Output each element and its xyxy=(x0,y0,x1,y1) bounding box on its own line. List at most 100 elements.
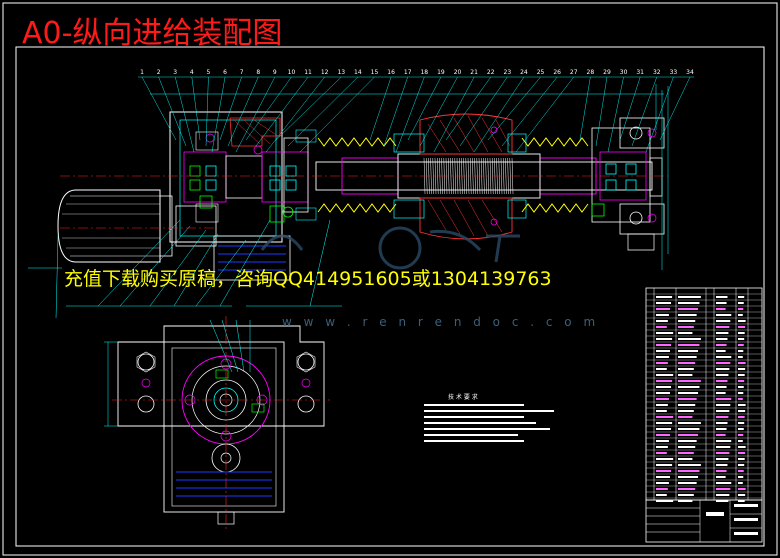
parts-list-cell xyxy=(716,482,732,484)
part-number-label: 10 xyxy=(288,69,296,76)
watermark-text: 充值下载购买原稿，咨询QQ414951605或1304139763 xyxy=(64,268,552,290)
parts-list-cell xyxy=(716,362,731,364)
thread-line xyxy=(502,157,505,195)
leader-line xyxy=(407,76,442,141)
part-number-label: 19 xyxy=(437,69,445,76)
parts-list-cell xyxy=(656,326,667,328)
parts-list-cell xyxy=(716,338,728,340)
parts-list-cell xyxy=(678,374,693,376)
parts-list-cell xyxy=(716,374,729,376)
part-number-label: 22 xyxy=(487,69,495,76)
parts-list-cell xyxy=(716,446,731,448)
parts-list-cell xyxy=(678,332,693,334)
parts-list-cell xyxy=(738,470,744,472)
parts-list-cell xyxy=(738,488,746,490)
parts-list-cell xyxy=(656,374,674,376)
parts-list-cell xyxy=(678,422,701,424)
leader-line xyxy=(275,76,342,141)
parts-list-cell xyxy=(678,434,699,436)
parts-list-cell xyxy=(738,314,743,316)
parts-list-cell xyxy=(678,446,696,448)
parts-list-cell xyxy=(716,392,726,394)
parts-list-cell xyxy=(738,482,743,484)
parts-list-cell xyxy=(716,302,727,304)
leader-line xyxy=(255,76,309,147)
part-number-label: 28 xyxy=(587,69,595,76)
parts-list-cell xyxy=(678,362,696,364)
parts-list-cell xyxy=(656,386,672,388)
parts-list-cell xyxy=(656,488,668,490)
leader-line xyxy=(395,76,425,153)
parts-list-cell xyxy=(678,470,700,472)
parts-list-cell xyxy=(738,350,744,352)
parts-list-cell xyxy=(716,500,729,502)
parts-list xyxy=(645,287,763,502)
leader-line xyxy=(141,76,177,141)
parts-list-cell xyxy=(716,434,726,436)
parts-list-cell xyxy=(738,428,744,430)
parts-list-cell xyxy=(656,356,669,358)
parts-list-cell xyxy=(656,398,669,400)
parts-list-cell xyxy=(738,440,743,442)
parts-list-cell xyxy=(656,500,674,502)
parts-list-cell xyxy=(678,302,700,304)
parts-list-cell xyxy=(678,308,699,310)
parts-list-cell xyxy=(678,350,699,352)
parts-list-cell xyxy=(656,470,672,472)
parts-list-cell xyxy=(678,464,701,466)
part-number-label: 3 xyxy=(173,69,177,76)
parts-list-cell xyxy=(678,338,701,340)
part-number-label: 24 xyxy=(520,69,528,76)
parts-list-cell xyxy=(678,404,696,406)
parts-list-cell xyxy=(738,422,745,424)
parts-list-cell xyxy=(716,308,726,310)
thread-line xyxy=(454,157,457,195)
parts-list-cell xyxy=(738,446,746,448)
parts-list-cell xyxy=(716,368,730,370)
parts-list-cell xyxy=(738,356,743,358)
leader-line xyxy=(445,76,491,141)
thread-line xyxy=(472,157,474,195)
leader-line xyxy=(459,76,508,147)
thread-line xyxy=(467,157,470,195)
leader-line xyxy=(487,76,541,141)
leader-line xyxy=(659,76,691,141)
parts-list-cell xyxy=(656,368,667,370)
part-number-label: 13 xyxy=(337,69,345,76)
thread-line xyxy=(436,157,439,195)
parts-list-cell xyxy=(738,464,745,466)
part-number-label: 29 xyxy=(603,69,611,76)
parts-list-cell xyxy=(738,338,745,340)
thread-line xyxy=(452,157,454,195)
parts-list-cell xyxy=(738,368,746,370)
leader-line xyxy=(235,76,276,153)
parts-list-cell xyxy=(656,320,668,322)
leader-line xyxy=(579,76,591,141)
part-number-label: 8 xyxy=(256,69,260,76)
parts-list-cell xyxy=(716,458,729,460)
parts-list-cell xyxy=(738,380,745,382)
parts-list-cell xyxy=(738,398,743,400)
parts-list-cell xyxy=(738,494,746,496)
sheet-title: A0-纵向进给装配图 xyxy=(22,16,283,51)
parts-list-cell xyxy=(738,404,746,406)
parts-list-cell xyxy=(716,416,729,418)
leader-line xyxy=(191,76,201,141)
leader-lines-bottom xyxy=(28,219,342,319)
parts-list-cell xyxy=(678,476,699,478)
part-number-label: 12 xyxy=(321,69,329,76)
leader-line xyxy=(287,76,359,147)
parts-list-cell xyxy=(678,386,700,388)
leader-line xyxy=(473,76,525,153)
main-section-view xyxy=(28,76,694,319)
leader-line xyxy=(501,76,558,147)
nut-bracket xyxy=(393,113,527,240)
parts-list-cell xyxy=(678,416,693,418)
leader-line xyxy=(158,76,187,147)
parts-list-cell xyxy=(678,356,697,358)
parts-list-cell xyxy=(656,416,674,418)
leader-line xyxy=(383,76,408,147)
parts-list-cell xyxy=(716,380,728,382)
